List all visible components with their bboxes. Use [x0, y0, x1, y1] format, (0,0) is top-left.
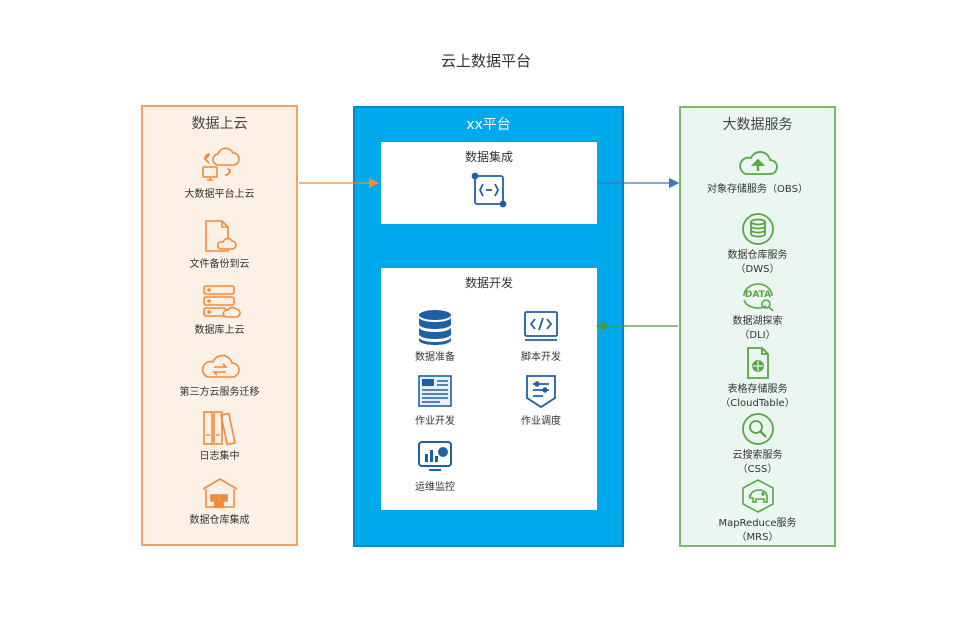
tile-ops-monitor[interactable]: 运维监控 — [395, 438, 475, 493]
right-item-dws[interactable]: 数据仓库服务 （DWS） — [681, 212, 834, 277]
right-item-sub: （DLI） — [739, 330, 776, 341]
left-item-label: 数据库上云 — [194, 325, 245, 336]
binders-icon — [202, 411, 236, 446]
database-stack-icon — [419, 310, 451, 345]
right-item-sub: （CloudTable） — [720, 398, 795, 409]
right-item-label: MapReduce服务 — [718, 518, 797, 529]
left-item-file-backup[interactable]: 文件备份到云 — [143, 217, 296, 272]
left-item-warehouse-integration[interactable]: 数据仓库集成 — [143, 475, 296, 528]
tile-job-dev[interactable]: 作业开发 — [395, 372, 475, 427]
cloud-migration-icon — [201, 147, 240, 181]
left-item-label: 大数据平台上云 — [184, 189, 255, 200]
left-item-third-party-migration[interactable]: 第三方云服务迁移 — [143, 347, 296, 400]
xx-platform-panel: xx平台 数据集成 数据开发 数据准备 — [353, 106, 624, 547]
tile-label: 数据准备 — [415, 352, 455, 363]
right-item-label: 数据仓库服务 — [727, 250, 788, 261]
cloud-transfer-icon — [201, 354, 240, 378]
database-server-icon — [202, 285, 241, 318]
data-search-icon-text: DATA — [744, 290, 770, 300]
database-circle-icon — [741, 213, 774, 245]
data-search-icon: DATA — [742, 283, 774, 312]
schedule-icon — [526, 375, 556, 409]
right-item-sub: （MRS） — [736, 532, 779, 543]
tile-data-prep[interactable]: 数据准备 — [395, 308, 475, 363]
code-icon — [524, 311, 558, 341]
tile-label: 作业开发 — [415, 416, 455, 427]
left-item-label: 日志集中 — [199, 451, 240, 462]
right-item-label: 对象存储服务（OBS） — [707, 184, 808, 195]
job-doc-icon — [418, 375, 452, 407]
panel-title-bigdata-services: 大数据服务 — [722, 117, 793, 133]
panel-title-platform: xx平台 — [466, 117, 511, 133]
tile-label: 运维监控 — [415, 482, 455, 493]
integration-icon — [471, 172, 507, 208]
tile-script-dev[interactable]: 脚本开发 — [501, 308, 581, 363]
panel-title-data-to-cloud: 数据上云 — [191, 116, 248, 132]
data-integration-card[interactable]: 数据集成 — [381, 142, 597, 224]
warehouse-icon — [202, 478, 237, 508]
left-item-log-centralization[interactable]: 日志集中 — [143, 409, 296, 464]
right-item-obs[interactable]: 对象存储服务（OBS） — [681, 146, 834, 197]
card-title-development: 数据开发 — [464, 276, 513, 290]
left-item-label: 文件备份到云 — [189, 259, 250, 270]
right-item-cloudtable[interactable]: 表格存储服务 （CloudTable） — [681, 346, 834, 411]
left-item-bigdata-platform[interactable]: 大数据平台上云 — [143, 145, 296, 202]
right-item-dli[interactable]: DATA 数据湖探索 （DLI） — [681, 282, 834, 343]
file-backup-icon — [204, 220, 237, 252]
card-title-integration: 数据集成 — [464, 150, 513, 164]
right-item-sub: （CSS） — [737, 464, 778, 475]
elephant-hexagon-icon — [741, 479, 774, 513]
tile-label: 作业调度 — [521, 416, 561, 427]
page-title: 云上数据平台 — [440, 52, 531, 70]
search-circle-icon — [741, 413, 774, 445]
right-item-sub: （DWS） — [735, 264, 780, 275]
monitor-chart-icon — [418, 441, 452, 471]
left-item-label: 数据仓库集成 — [189, 515, 250, 526]
tile-label: 脚本开发 — [521, 352, 561, 363]
right-item-label: 数据湖探索 — [732, 316, 783, 327]
left-item-label: 第三方云服务迁移 — [179, 387, 260, 398]
bigdata-services-panel: 大数据服务 对象存储服务（OBS） 数据仓库服务 （DWS） DATA 数据湖探… — [679, 106, 836, 547]
data-development-card: 数据开发 数据准备 脚本开发 — [381, 268, 597, 510]
cloud-upload-icon — [738, 151, 778, 175]
right-item-label: 云搜索服务 — [732, 450, 783, 461]
right-item-label: 表格存储服务 — [727, 384, 788, 395]
left-item-database[interactable]: 数据库上云 — [143, 283, 296, 338]
tile-job-schedule[interactable]: 作业调度 — [501, 372, 581, 427]
data-to-cloud-panel: 数据上云 大数据平台上云 文件备份到云 数据库上云 — [141, 105, 298, 546]
right-item-mrs[interactable]: MapReduce服务 （MRS） — [681, 478, 834, 545]
right-item-css[interactable]: 云搜索服务 （CSS） — [681, 412, 834, 477]
table-doc-icon — [746, 347, 769, 379]
